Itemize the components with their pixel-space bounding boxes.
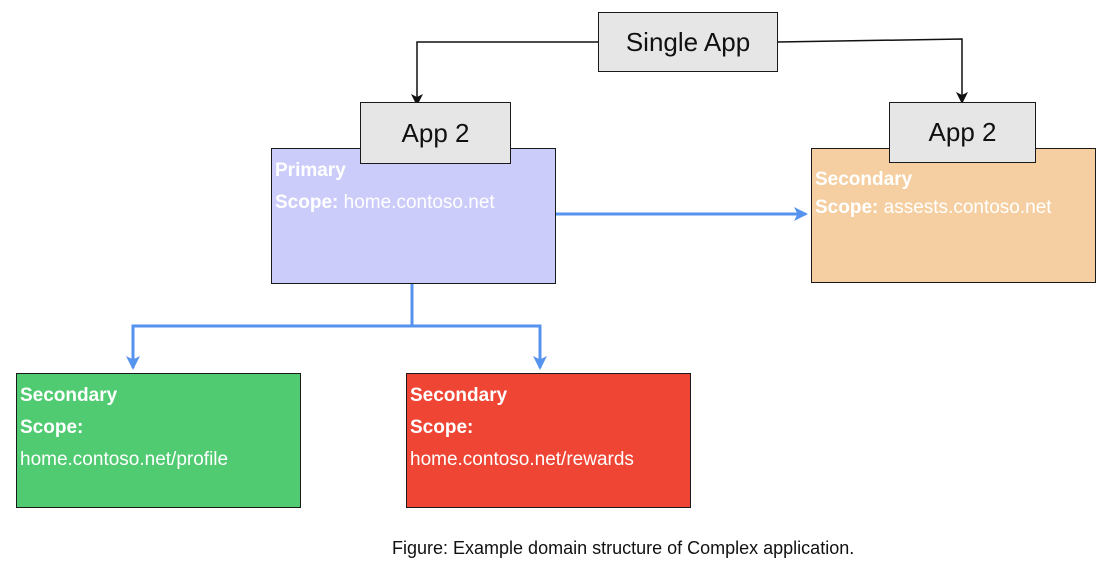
assets-scope-value: assests.contoso.net [883, 197, 1052, 218]
primary-scope-label: Scope: [275, 192, 339, 213]
left-app-label: App 2 [401, 117, 470, 148]
assets-scope-label: Scope: [815, 197, 879, 218]
connector-primary-to-profile [126, 284, 414, 370]
primary-scope-value: home.contoso.net [343, 192, 495, 213]
primary-role-label: Primary [275, 160, 346, 181]
single-app-label: Single App [625, 26, 751, 57]
connector-root-to-right-app [777, 38, 968, 104]
rewards-scope-value: home.contoso.net/rewards [410, 449, 634, 470]
secondary-assets-scope-box: Secondary Scope: assests.contoso.net [811, 148, 1096, 283]
connector-root-to-left-app [411, 41, 598, 106]
single-app-node: Single App [598, 12, 778, 72]
rewards-role-label: Secondary [410, 385, 508, 406]
left-app-node: App 2 [360, 102, 511, 164]
connector-primary-to-rewards [412, 324, 547, 370]
profile-scope-label: Scope: [20, 417, 84, 438]
figure-caption: Figure: Example domain structure of Comp… [392, 538, 855, 558]
primary-scope-box: Primary Scope: home.contoso.net [271, 148, 556, 284]
secondary-rewards-scope-box: Secondary Scope: home.contoso.net/reward… [406, 373, 691, 508]
assets-role-label: Secondary [815, 169, 913, 190]
rewards-scope-label: Scope: [410, 417, 474, 438]
right-app-label: App 2 [928, 117, 997, 147]
profile-scope-value: home.contoso.net/profile [20, 449, 229, 470]
secondary-profile-scope-box: Secondary Scope: home.contoso.net/profil… [16, 373, 301, 508]
right-app-node: App 2 [889, 102, 1036, 163]
profile-role-label: Secondary [20, 385, 118, 406]
